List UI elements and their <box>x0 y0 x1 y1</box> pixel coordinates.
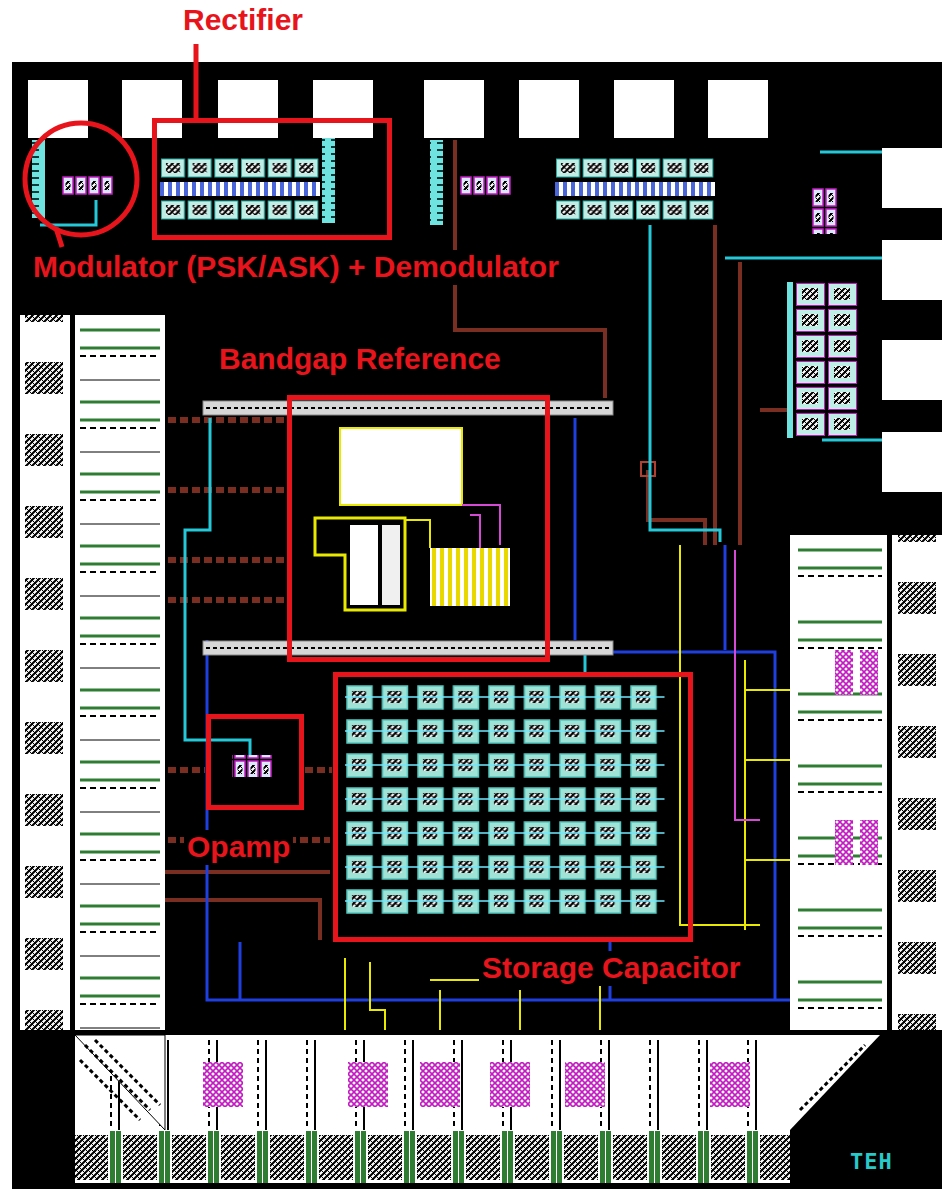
annotation-box: Opamp <box>206 714 304 810</box>
annotation-box: Storage Capacitor <box>333 672 693 942</box>
metal-bus <box>168 420 332 840</box>
annotation-box: Bandgap Reference <box>287 395 550 662</box>
block-label: Modulator (PSK/ASK) + Demodulator <box>30 250 562 285</box>
circle-outline <box>22 120 140 238</box>
block-label: Storage Capacitor <box>479 951 743 986</box>
rectifier-array <box>160 138 335 223</box>
logic-cells <box>812 188 838 234</box>
capacitor-array <box>345 684 665 922</box>
block-label: Opamp <box>184 830 293 865</box>
modulator-cells <box>460 176 512 196</box>
poly-wire <box>735 550 760 820</box>
bond-pads <box>28 80 942 492</box>
bandgap-cells <box>315 428 510 610</box>
pad-ring <box>20 315 942 1183</box>
die-ground <box>12 62 942 1189</box>
via <box>641 462 655 476</box>
annotation-box: Rectifier <box>152 118 392 240</box>
circle-outline-stroke <box>25 123 137 235</box>
poly-wires <box>345 545 790 1030</box>
layout-logo-text: TEH <box>850 1150 893 1174</box>
logic-cells <box>787 282 859 438</box>
metal3-wires <box>40 152 882 758</box>
modulator-cells <box>62 176 114 196</box>
opamp-cells <box>232 755 272 777</box>
block-label: Rectifier <box>180 3 306 38</box>
annotation-circle: Modulator (PSK/ASK) + Demodulator <box>22 120 140 238</box>
bus-bars <box>203 401 613 655</box>
block-label: Bandgap Reference <box>216 342 504 377</box>
rectifier-array <box>555 158 715 221</box>
metal2-wires <box>207 418 790 1000</box>
label-holder: TEH <box>850 1150 893 1174</box>
contact-bar <box>430 140 443 225</box>
